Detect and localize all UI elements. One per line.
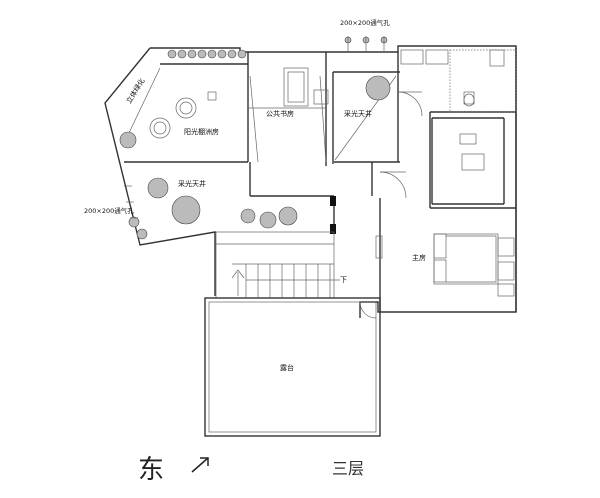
arrow-up-right-icon bbox=[191, 457, 209, 473]
floor-title: 三层 bbox=[332, 459, 364, 478]
room-terrace: 露台 bbox=[280, 363, 294, 372]
study-desk bbox=[459, 133, 485, 171]
outer-walls bbox=[104, 45, 517, 318]
room-sunroom: 阳光棚洲房 bbox=[184, 127, 219, 136]
study-furniture bbox=[283, 67, 329, 107]
room-vertical-garden: 立体绿化 bbox=[124, 77, 146, 106]
terrace bbox=[204, 297, 381, 437]
staircase bbox=[215, 231, 340, 299]
stair-down-label: 下 bbox=[340, 276, 347, 284]
room-courtyard-left: 采光天井 bbox=[178, 179, 206, 188]
bathroom bbox=[400, 49, 517, 113]
vent-top-label: 200×200通气孔 bbox=[340, 18, 390, 27]
bed bbox=[375, 233, 515, 297]
plants bbox=[119, 36, 391, 240]
room-master-bedroom: 主房 bbox=[412, 253, 426, 262]
doors bbox=[330, 91, 423, 319]
vent-left-label: 200×200通气孔 bbox=[84, 206, 134, 215]
sunroom-tables bbox=[149, 91, 217, 139]
vents bbox=[124, 36, 385, 219]
direction-label: 东 bbox=[138, 455, 164, 485]
room-public-study: 公共书房 bbox=[266, 109, 294, 118]
room-courtyard-right: 采光天井 bbox=[344, 109, 372, 118]
